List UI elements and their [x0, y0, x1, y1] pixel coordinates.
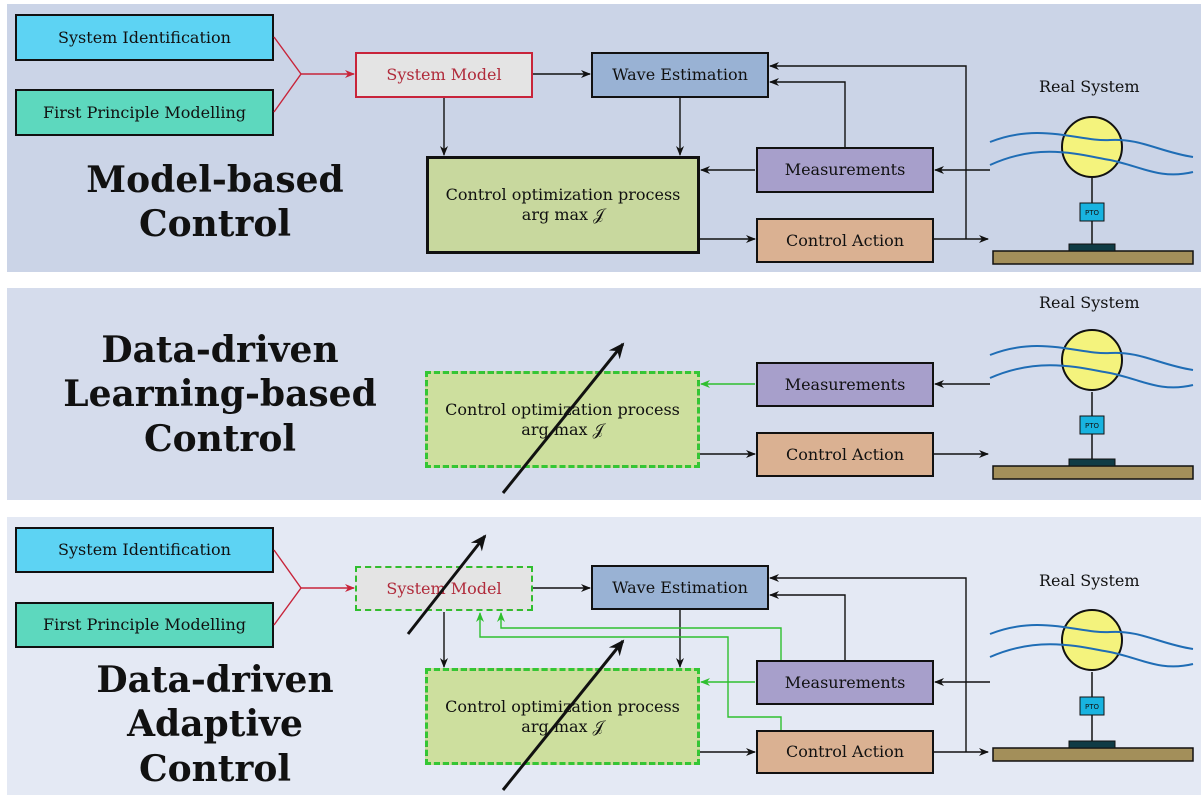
model-source-bracket — [273, 549, 302, 626]
first-principle-modelling-box: First Principle Modelling — [15, 89, 274, 136]
arrow-action-to-wave — [769, 574, 967, 752]
control-optimization-label: Control optimization process — [445, 696, 680, 716]
wave-estimation-box: Wave Estimation — [591, 565, 769, 610]
pto-label: PTO — [1085, 703, 1099, 711]
anchor — [1068, 740, 1116, 749]
real-system-drawing-3: PTO — [989, 609, 1194, 762]
buoy — [1061, 116, 1123, 178]
wave-line — [989, 132, 1194, 158]
control-optimization-label: Control optimization process — [445, 399, 680, 419]
control-action-box: Control Action — [756, 218, 934, 263]
measurements-box: Measurements — [756, 147, 934, 193]
measurements-box: Measurements — [756, 660, 934, 705]
wave-estimation-box: Wave Estimation — [591, 52, 769, 98]
panel2-connectors — [501, 342, 990, 494]
adaptation-arrow-control — [501, 639, 625, 791]
learning-arrow-measurements-to-model — [497, 612, 782, 660]
control-optimization-label: Control optimization process — [445, 185, 681, 204]
adaptation-arrow — [501, 342, 625, 494]
pto-box — [1079, 696, 1105, 716]
title-line: Data-driven — [101, 329, 339, 371]
title-line: Control — [138, 747, 292, 790]
panel-title-model-based: Model-based Control — [60, 158, 370, 247]
wave-line — [989, 624, 1194, 650]
real-system-label: Real System — [1039, 571, 1140, 590]
real-system-label: Real System — [1039, 293, 1140, 312]
anchor — [1068, 458, 1116, 467]
wave-line — [989, 364, 1194, 389]
pto-box — [1079, 202, 1105, 222]
title-line: Learning-based — [63, 373, 377, 416]
real-system-drawing-2: PTO — [989, 329, 1194, 480]
seabed — [992, 747, 1194, 762]
first-principle-modelling-box: First Principle Modelling — [15, 602, 274, 648]
control-action-box: Control Action — [756, 432, 934, 477]
title-line: Model-based — [86, 159, 344, 201]
system-identification-box: System Identification — [15, 527, 274, 573]
panel3-connectors — [273, 534, 990, 791]
measurements-box: Measurements — [756, 362, 934, 407]
adaptation-arrow-model — [406, 534, 487, 635]
learning-arrow-action-to-model — [476, 612, 782, 730]
title-line: Adaptive — [127, 703, 303, 746]
title-line: Control — [143, 417, 297, 460]
buoy — [1061, 329, 1123, 391]
wave-line — [989, 150, 1194, 176]
pto-label: PTO — [1085, 209, 1099, 217]
title-line: Control — [138, 203, 292, 246]
control-optimization-box: Control optimization process arg max 𝒥 — [426, 156, 700, 254]
objective-label: arg max 𝒥 — [521, 716, 604, 736]
panel-title-learning-based: Data-driven Learning-based Control — [60, 328, 380, 461]
pto-box — [1079, 415, 1105, 435]
objective-label: arg max 𝒥 — [521, 419, 604, 439]
arrow-measurements-to-wave — [769, 591, 846, 660]
title-line: Data-driven — [96, 659, 334, 701]
wave-line — [989, 345, 1194, 371]
arrow-action-to-wave — [769, 62, 967, 239]
anchor — [1068, 243, 1116, 252]
seabed — [992, 465, 1194, 480]
model-source-bracket — [273, 36, 302, 113]
control-action-box: Control Action — [756, 730, 934, 774]
objective-label: arg max 𝒥 — [521, 205, 605, 224]
seabed — [992, 250, 1194, 265]
buoy — [1061, 609, 1123, 671]
wave-line — [989, 643, 1194, 668]
system-model-box: System Model — [355, 52, 533, 98]
real-system-label: Real System — [1039, 77, 1140, 96]
system-identification-box: System Identification — [15, 14, 274, 61]
panel1-connectors — [273, 36, 990, 243]
real-system-drawing-1: PTO — [989, 116, 1194, 265]
arrow-measurements-to-wave — [769, 78, 846, 147]
panel-title-adaptive: Data-driven Adaptive Control — [60, 658, 370, 791]
pto-label: PTO — [1085, 422, 1099, 430]
